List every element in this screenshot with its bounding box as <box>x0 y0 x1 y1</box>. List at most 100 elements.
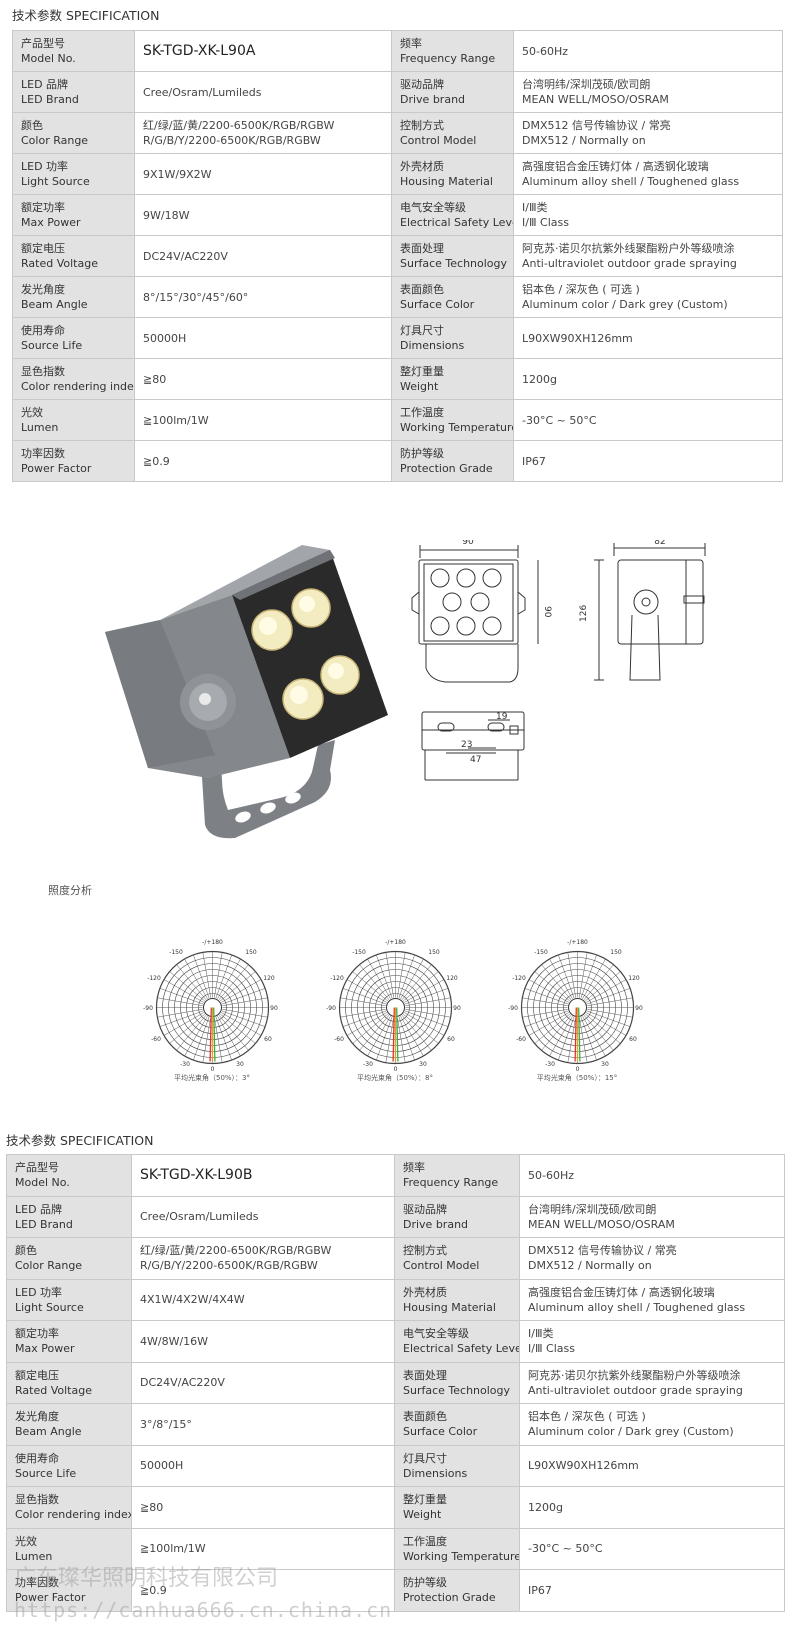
polar-angle-label: 120 <box>628 975 640 982</box>
spec-label-text: 整灯重量 <box>400 365 444 378</box>
spec-value: ≧80 <box>131 1486 395 1529</box>
polar-spoke <box>367 1016 391 1057</box>
spec-label-text: LED 功率 <box>15 1285 63 1299</box>
polar-spoke <box>582 1016 606 1057</box>
spec-value: IP67 <box>519 1569 785 1612</box>
polar-angle-label: -60 <box>151 1036 161 1043</box>
spec-value-text: L90XW90XH126mm <box>528 1459 639 1473</box>
spec-value: Cree/Osram/Lumileds <box>131 1195 395 1238</box>
side-view-drawing <box>594 543 706 681</box>
spec-value-text: L90XW90XH126mm <box>522 331 633 345</box>
polar-spoke <box>217 1016 241 1057</box>
polar-spoke <box>184 1016 208 1057</box>
polar-spoke <box>346 1012 387 1036</box>
polar-spoke <box>219 971 256 1002</box>
spec-label-text: 额定电压 <box>15 1368 59 1382</box>
spec-label-text: LED Brand <box>21 93 79 106</box>
spec-value-text: 4W/8W/16W <box>140 1334 209 1348</box>
spec-label-text: Housing Material <box>400 175 493 188</box>
spec-label-text: 显色指数 <box>15 1493 59 1507</box>
spec-label-text: 显色指数 <box>21 365 65 378</box>
spec-label-text: 发光角度 <box>15 1410 59 1424</box>
spec-value-text: 3°/8°/15° <box>140 1417 192 1431</box>
polar-spoke <box>169 971 206 1002</box>
polar-spoke <box>522 1008 568 1018</box>
spec-label-text: 使用寿命 <box>21 324 65 337</box>
polar-spoke <box>163 1012 204 1036</box>
spec-label-text: Power Factor <box>21 462 92 475</box>
polar-caption: 平均光束角（50%）：8° <box>356 1074 433 1082</box>
spec-label-text: Power Factor <box>15 1591 86 1605</box>
spec-value-text: Anti-ultraviolet outdoor grade spraying <box>528 1383 743 1397</box>
polar-spoke <box>193 1016 210 1061</box>
polar-spoke <box>524 1010 569 1027</box>
spec-value: ≧80 <box>134 358 392 400</box>
polar-spoke <box>402 971 439 1002</box>
spec-value-text: Ⅰ/Ⅲ类 <box>528 1327 554 1341</box>
polar-spoke <box>213 952 223 998</box>
polar-spoke <box>222 997 268 1007</box>
polar-angle-label: -90 <box>508 1005 518 1012</box>
spec-label-text: Source Life <box>21 339 83 352</box>
spec-value-text: 红/绿/蓝/黄/2200-6500K/RGB/RGBW <box>140 1244 332 1258</box>
spec-label-text: Source Life <box>15 1466 77 1480</box>
spec-value: 1200g <box>513 358 783 400</box>
spec-value-text: MEAN WELL/MOSO/OSRAM <box>528 1217 675 1231</box>
polar-spoke <box>404 1012 445 1036</box>
spec-value-text: MEAN WELL/MOSO/OSRAM <box>522 93 669 106</box>
spec-label-text: 电气安全等级 <box>403 1327 469 1341</box>
polar-spoke <box>376 1016 393 1061</box>
spec-label-text: 额定功率 <box>21 201 65 214</box>
polar-spoke <box>528 1012 569 1036</box>
polar-spoke <box>218 1014 249 1051</box>
polar-spoke <box>398 1016 415 1061</box>
spec-value: ≧0.9 <box>134 440 392 482</box>
spec-value: 铝本色 / 深灰色 ( 可选 )Aluminum color / Dark gr… <box>513 276 783 318</box>
polar-spoke <box>541 964 572 1001</box>
spec-value-text: Ⅰ/Ⅲ Class <box>522 216 569 229</box>
spec-label-text: 表面处理 <box>403 1368 447 1382</box>
front-height-dim: 90 <box>542 606 552 618</box>
spec-value-text: DMX512 信号传输协议 / 常亮 <box>528 1244 677 1258</box>
spec-label: 使用寿命 Source Life <box>12 317 135 359</box>
spec-value: -30°C ~ 50°C <box>513 399 783 441</box>
spec-label-text: Dimensions <box>403 1466 468 1480</box>
polar-spoke <box>367 958 391 999</box>
polar-spoke <box>163 979 204 1003</box>
spec-label-text: Color rendering index <box>15 1508 132 1522</box>
spec-label-text: Beam Angle <box>21 298 88 311</box>
spec-value: 4X1W/4X2W/4X4W <box>131 1278 395 1321</box>
spec-label-text: 驱动品牌 <box>400 78 444 91</box>
polar-angle-label: 120 <box>446 975 458 982</box>
model-number: SK-TGD-XK-L90A <box>134 30 392 72</box>
spec-label-text: 工作温度 <box>400 406 444 419</box>
polar-spoke <box>157 1008 203 1018</box>
polar-spoke <box>385 1017 395 1063</box>
spec-label-text: Control Model <box>400 134 477 147</box>
spec-value: 50000H <box>131 1444 395 1487</box>
polar-angle-label: -150 <box>169 949 183 956</box>
spec-value-text: 高强度铝合金压铸灯体 / 高透钢化玻璃 <box>522 160 709 173</box>
spec-value-text: 50-60Hz <box>528 1168 575 1182</box>
product-figure: 90 90 82 126 19 23 47 <box>105 540 706 839</box>
polar-spoke <box>376 954 393 999</box>
polar-spoke <box>157 997 203 1007</box>
spec-value-text: ≧100lm/1W <box>143 413 209 427</box>
